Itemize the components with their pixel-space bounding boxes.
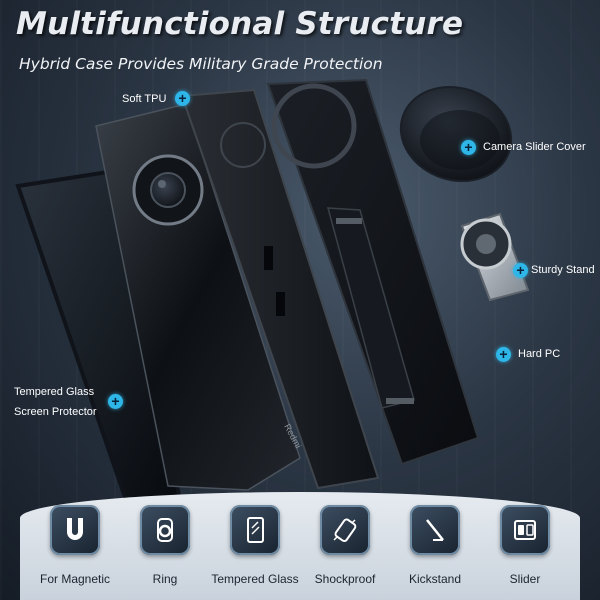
feature-magnetic: For Magnetic [20,505,130,586]
feature-platform [20,492,580,600]
feature-kickstand: Kickstand [380,505,490,586]
feature-label: Kickstand [408,572,462,586]
feature-label: Tempered Glass [211,572,299,586]
callout-sturdy-stand: Sturdy Stand [531,262,595,279]
plus-icon[interactable]: + [513,263,528,278]
feature-row: For Magnetic Ring Tempered Glass [0,505,600,600]
feature-label: Ring [152,572,178,586]
callout-label: Soft TPU [122,93,167,105]
page-title: Multifunctional Structure [16,6,464,42]
feature-tempered-glass: Tempered Glass [200,505,310,586]
callout-hard-pc: Hard PC [518,346,560,363]
ring-icon [140,505,190,555]
ring-stand [460,212,530,302]
kickstand-icon [410,505,460,555]
callout-camera-slider-cover: Camera Slider Cover [483,139,586,156]
feature-ring: Ring [110,505,220,586]
feature-label: Shockproof [314,572,376,586]
feature-shockproof: Shockproof [290,505,400,586]
shockproof-icon [320,505,370,555]
page-subtitle: Hybrid Case Provides Military Grade Prot… [19,55,383,73]
plus-icon[interactable]: + [108,394,123,409]
feature-slider: Slider [470,505,580,586]
soft-tpu-shell [180,88,380,490]
tempered-glass-icon [230,505,280,555]
callout-tempered-glass: Tempered Glass Screen Protector [14,384,97,421]
feature-label: Slider [509,572,541,586]
phone-camera-lens [150,172,186,208]
callout-label: Camera Slider Cover [483,141,586,153]
callout-label-line-1: Tempered Glass [14,386,95,398]
callout-label: Sturdy Stand [531,264,595,276]
feature-label: For Magnetic [39,572,111,586]
slider-icon [500,505,550,555]
callout-label-line-2: Screen Protector [14,406,97,418]
plus-icon[interactable]: + [175,91,190,106]
callout-soft-tpu: Soft TPU [122,91,166,108]
plus-icon[interactable]: + [496,347,511,362]
plus-icon[interactable]: + [461,140,476,155]
callout-label: Hard PC [518,348,561,360]
magnet-icon [50,505,100,555]
